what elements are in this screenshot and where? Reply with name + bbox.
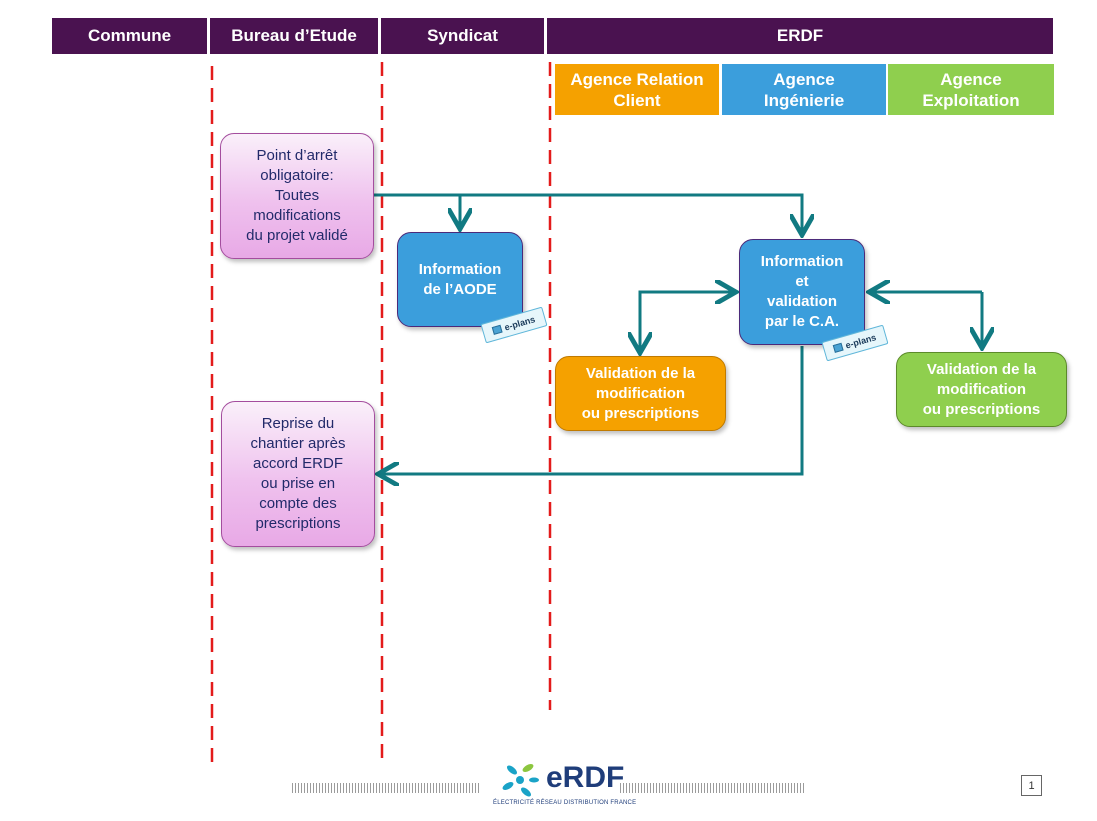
agence-ingenierie: Agence Ingénierie <box>722 64 886 115</box>
header-erdf: ERDF <box>547 18 1053 54</box>
footer-bars-right <box>620 783 805 793</box>
box-validation-exploitation: Validation de la modification ou prescri… <box>896 352 1067 427</box>
erdf-logo-icon <box>502 764 539 797</box>
page-number: 1 <box>1021 775 1042 796</box>
header-erdf-label: ERDF <box>776 26 824 45</box>
box-validation-client-text: Validation de la modification ou prescri… <box>581 364 700 422</box>
agence-relation-client: Agence Relation Client <box>555 64 719 115</box>
erdf-logo-wordmark: eRDF <box>546 761 625 794</box>
e-plans-icon <box>491 324 503 335</box>
e-plans-icon <box>832 342 844 353</box>
connector-ca-client <box>638 292 733 347</box>
header-syndicat-label: Syndicat <box>427 26 498 45</box>
header-bureau-etude-label: Bureau d’Etude <box>231 26 357 45</box>
header-commune-label: Commune <box>87 26 172 45</box>
agence-exploitation: Agence Exploitation <box>888 64 1054 115</box>
header-commune: Commune <box>52 18 207 54</box>
erdf-logo-tagline: ÉLECTRICITÉ RÉSEAU DISTRIBUTION FRANCE <box>493 800 637 806</box>
box-point-arret: Point d’arrêt obligatoire: Toutes modifi… <box>220 133 374 259</box>
agence-relation-client-label: Agence Relation Client <box>570 69 704 110</box>
box-validation-exploitation-text: Validation de la modification ou prescri… <box>922 360 1041 418</box>
footer-bars-left <box>292 783 480 793</box>
connector-ca-reprise <box>381 346 804 474</box>
box-point-arret-text: Point d’arrêt obligatoire: Toutes modifi… <box>246 147 348 244</box>
box-information-aode: Information de l’AODE <box>397 232 523 327</box>
connector-to-ca <box>374 193 802 232</box>
box-information-ca: Information et validation par le C.A. <box>739 239 865 345</box>
e-plans-label: e-plans <box>844 332 878 351</box>
agence-ingenierie-label: Agence Ingénierie <box>763 69 845 110</box>
box-information-ca-text: Information et validation par le C.A. <box>760 253 844 330</box>
box-reprise-chantier: Reprise du chantier après accord ERDF ou… <box>221 401 375 547</box>
page-number-text: 1 <box>1028 779 1035 792</box>
box-validation-client: Validation de la modification ou prescri… <box>555 356 726 431</box>
box-reprise-chantier-text: Reprise du chantier après accord ERDF ou… <box>250 415 346 532</box>
header-syndicat: Syndicat <box>381 18 544 54</box>
header-bureau-etude: Bureau d’Etude <box>210 18 378 54</box>
box-information-aode-text: Information de l’AODE <box>418 260 502 298</box>
agence-exploitation-label: Agence Exploitation <box>922 69 1020 110</box>
e-plans-label: e-plans <box>503 314 537 333</box>
